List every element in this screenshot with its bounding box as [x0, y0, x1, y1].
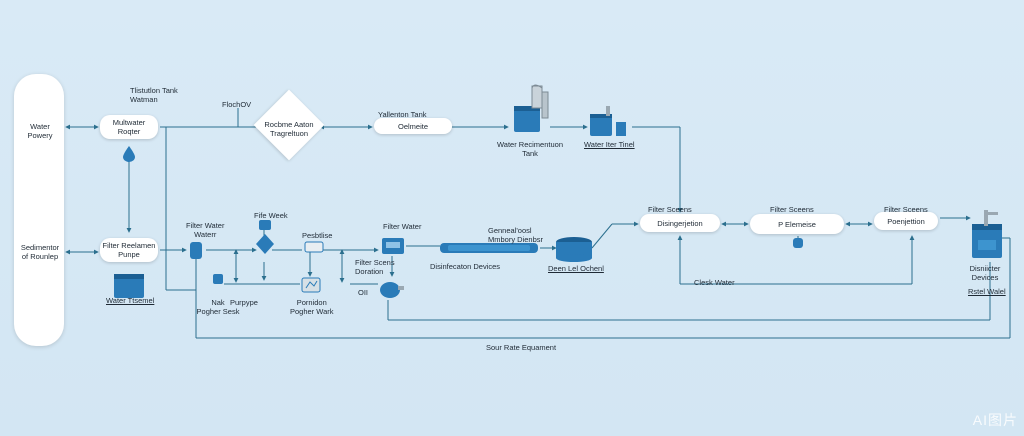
disinfector-devices-label: Disniicter Devices [969, 264, 1001, 282]
water-source-label: Water Powery [27, 122, 53, 140]
sedimentor-label: Sedimentor of Rounlep [20, 243, 60, 261]
floch-label: FlochOV [222, 100, 252, 109]
multiwater-node: Multwater Roqter [100, 115, 158, 139]
filter-scens-mid-label: Filter Scens Doration [355, 258, 395, 276]
sedimentation-tank-icon [514, 84, 549, 132]
filter-water-left-label: Filter Water Waterr [186, 221, 225, 239]
purpype-label: Purpype [230, 298, 258, 307]
disinfector-unit-icon [972, 210, 1002, 258]
uv-disinfection-unit-icon [440, 243, 538, 253]
decision-label: Rocbme Aaton Tragreltuon [264, 120, 314, 138]
pornidon-label: Pornidon Pogher Wark [290, 298, 334, 316]
deen-lel-label: Deen Lel Ochenl [548, 264, 604, 273]
rstel-walel-label: Rstel Walel [968, 287, 1006, 296]
general-membrane-label: Genneal'oosl Mmbory Dienbsr [488, 226, 544, 244]
oil-vessel-icon [380, 282, 404, 298]
sour-rate-label: Sour Rate Equament [486, 343, 557, 352]
water-filter-label: Water Iter Tinel [584, 140, 635, 149]
filter-screens-3-title: Filter Sceens [884, 205, 928, 214]
storage-tank-icon [556, 237, 592, 262]
watermark: AI图片 [972, 412, 1018, 428]
pump-unit-icon [304, 241, 324, 253]
water-drop-icon [123, 146, 135, 162]
filter-housing-icon [382, 238, 404, 254]
filter-vessel-icon [190, 242, 202, 259]
fife-week-label: Fife Week [254, 211, 288, 220]
water-recimentuon-label: Water Recimentuon Tank [497, 140, 563, 158]
small-pump-icon [213, 274, 223, 284]
filter-reclaim-node: Filter Reelamen Punpe [100, 238, 158, 262]
tank-header-label: Tlistutlon Tank Watman [130, 86, 178, 104]
filter-water-mid-label: Filter Water [383, 222, 422, 231]
filter-screens-2-node: P Elemeise [750, 214, 844, 234]
valve-icon [256, 220, 274, 254]
control-panel-icon [301, 277, 321, 293]
pesbtlise-label: Pesbtlise [302, 231, 333, 240]
filter-screens-2-title: Filter Sceens [770, 205, 814, 214]
oil-label: OII [358, 288, 369, 297]
filter-screens-1-node: Disingerjetion [640, 214, 720, 232]
small-tank-icon [793, 238, 803, 248]
disinfection-devices-label: Disinfecaton Devices [430, 262, 501, 271]
water-tank-bottom-label: Water Ttsemel [106, 296, 155, 305]
filter-tank-icon [590, 106, 626, 136]
vall-tank-title: Yallenton Tank [378, 110, 427, 119]
filter-screens-3-node: Poenjettion [874, 212, 938, 230]
water-source-panel [14, 74, 64, 346]
water-tank-icon [114, 274, 144, 298]
vall-tank-node: Oelmeite [374, 118, 452, 134]
clesk-water-label: Clesk Water [694, 278, 735, 287]
filter-screens-1-title: Filter Sceens [648, 205, 692, 214]
nak-label: Nak Pogher Sesk [196, 298, 240, 316]
